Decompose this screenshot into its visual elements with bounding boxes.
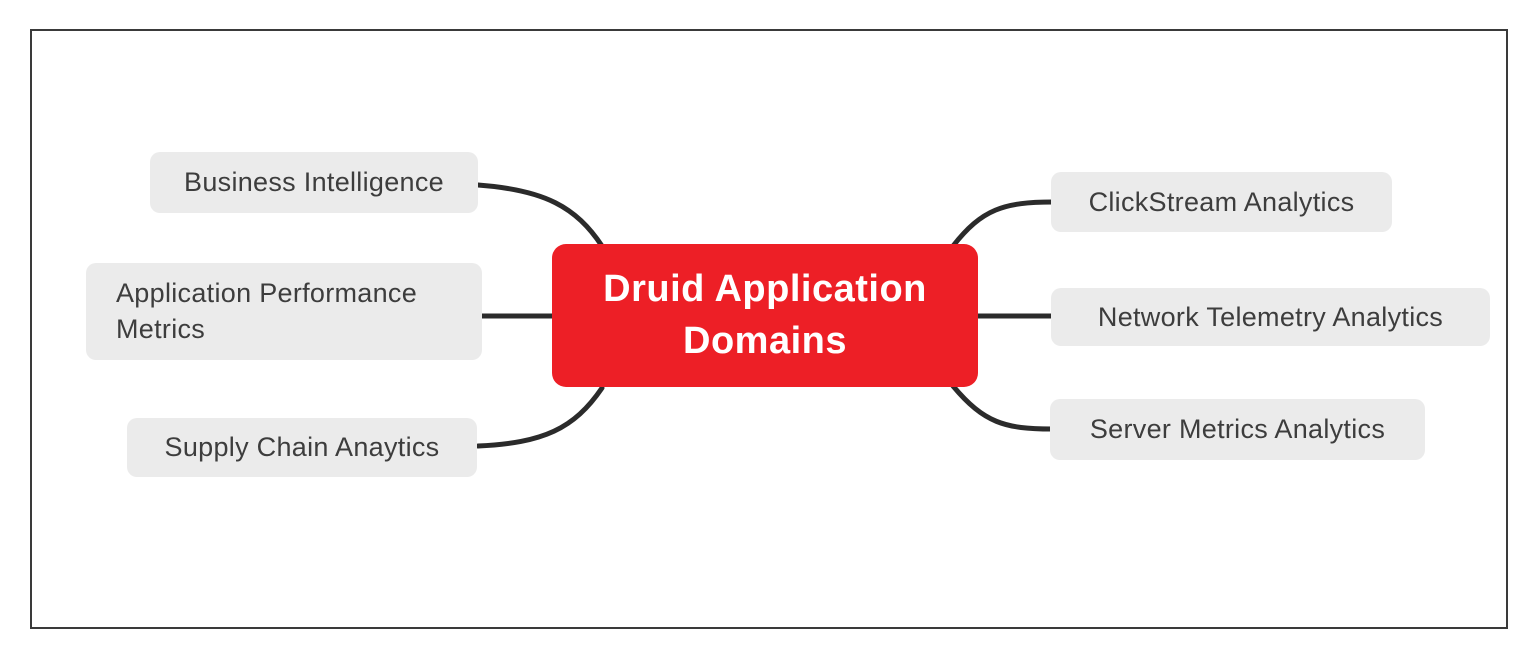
- node-application-performance-metrics: Application Performance Metrics: [86, 263, 482, 360]
- node-supply-chain-anaytics: Supply Chain Anaytics: [127, 418, 477, 477]
- connector-supply-chain-anaytics: [475, 385, 605, 449]
- connector-server-metrics-analytics: [950, 383, 1055, 432]
- diagram-frame-border: [30, 29, 1508, 629]
- node-clickstream-analytics: ClickStream Analytics: [1051, 172, 1392, 232]
- node-network-telemetry-analytics: Network Telemetry Analytics: [1051, 288, 1490, 346]
- node-business-intelligence: Business Intelligence: [150, 152, 478, 213]
- node-root-druid-application-domains: Druid Application Domains: [552, 244, 978, 387]
- node-server-metrics-analytics: Server Metrics Analytics: [1050, 399, 1425, 460]
- connector-business-intelligence: [475, 182, 605, 249]
- connector-clickstream-analytics: [950, 199, 1056, 249]
